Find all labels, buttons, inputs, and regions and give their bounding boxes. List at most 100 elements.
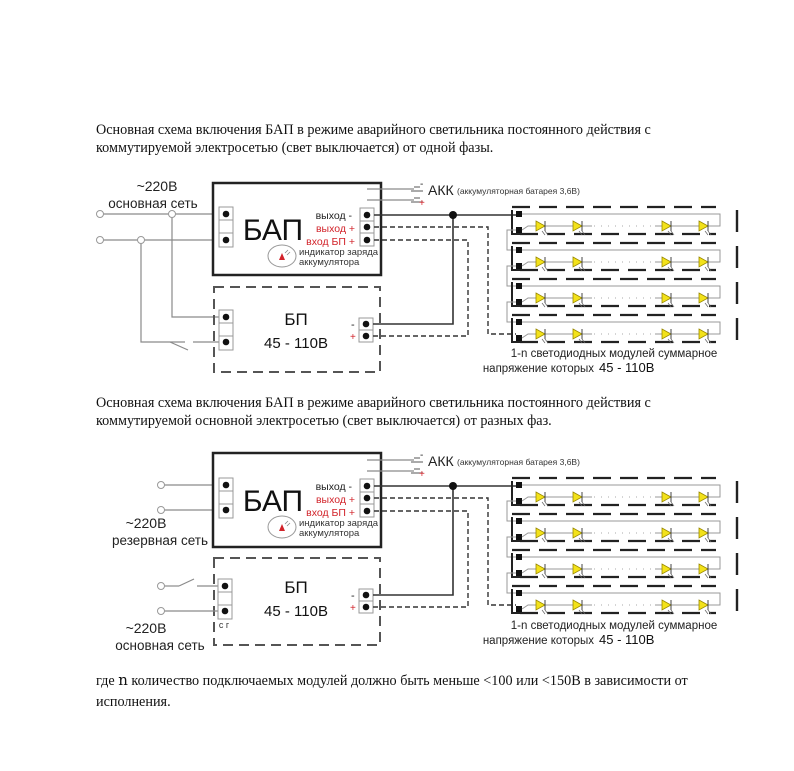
led-icon — [661, 220, 675, 236]
module-terminal — [516, 482, 522, 488]
bap-input-terminal-block — [218, 477, 234, 519]
led-icon — [698, 256, 712, 272]
led-icon — [661, 256, 675, 272]
indicator-label-line2: аккумулятора — [299, 528, 360, 539]
mains-terminal-node — [96, 236, 104, 244]
led-icon — [661, 328, 675, 344]
module-terminal — [516, 227, 522, 233]
led-module-row — [511, 584, 739, 615]
battery-minus-mark: - — [420, 179, 423, 190]
module-terminal — [516, 247, 522, 253]
mains-terminal-node — [96, 210, 104, 218]
led-icon — [535, 292, 549, 308]
output-minus-label: выход - — [316, 210, 353, 222]
led-module-row — [506, 277, 739, 323]
junction-node — [168, 210, 176, 218]
modules-description-line2: напряжение которых — [483, 635, 594, 647]
led-icon — [698, 220, 712, 236]
led-icon — [535, 563, 549, 579]
led-icon — [661, 292, 675, 308]
bap-unit-box — [211, 451, 383, 549]
battery-connection — [367, 186, 423, 203]
output-plus-label: выход + — [316, 223, 355, 235]
bp-plus-mark: + — [350, 332, 356, 343]
bp-plus-mark: + — [350, 603, 356, 614]
junction-node — [137, 236, 145, 244]
led-icon — [572, 491, 586, 507]
mains-wiring — [96, 210, 226, 351]
bp-minus-mark: - — [351, 590, 355, 602]
indicator-label-line1: индикатор заряда — [299, 518, 379, 529]
output-minus-label: выход - — [316, 481, 353, 493]
led-icon — [698, 328, 712, 344]
bap-output-terminal-block — [359, 207, 375, 247]
modules-description-line1: 1-n светодиодных модулей суммарное — [511, 348, 718, 360]
reserve-voltage-label: ~220В — [126, 515, 167, 531]
module-terminal — [516, 590, 522, 596]
mains-network-label: основная сеть — [108, 196, 197, 211]
led-icon — [535, 328, 549, 344]
input-bp-plus-label: вход БП + — [306, 507, 355, 519]
battery-description: (аккумуляторная батарея 3,6В) — [457, 186, 580, 196]
output-plus-label: выход + — [316, 494, 355, 506]
led-module-row — [506, 512, 739, 558]
led-icon — [535, 256, 549, 272]
led-module-row — [506, 205, 739, 251]
module-terminal — [516, 283, 522, 289]
battery-plus-mark: + — [419, 198, 425, 209]
led-indicator-icon — [279, 524, 285, 531]
led-icon — [535, 220, 549, 236]
battery-label: АКК — [428, 182, 454, 198]
bp-output-terminal-block — [358, 588, 374, 614]
bp-terminal-marks: с г — [219, 620, 230, 630]
module-terminal — [516, 319, 522, 325]
led-icon — [698, 563, 712, 579]
reserve-network-label: резервная сеть — [112, 533, 208, 548]
bp-output-terminal-block — [358, 317, 374, 343]
led-icon — [661, 599, 675, 615]
module-terminal — [516, 211, 522, 217]
bp-minus-mark: - — [351, 319, 355, 331]
led-icon — [572, 599, 586, 615]
led-icon — [572, 328, 586, 344]
bap-unit-box — [211, 181, 383, 277]
bap-output-terminal-block — [359, 478, 375, 518]
paragraph-scheme-single-phase: Основная схема включения БАП в режиме ав… — [96, 122, 651, 156]
module-terminal — [516, 299, 522, 305]
modules-description-line2: напряжение которых — [483, 363, 594, 375]
bp-title: БП — [284, 578, 307, 597]
led-module-array — [506, 476, 739, 615]
led-module-array — [506, 205, 739, 344]
battery-label: АКК — [428, 453, 454, 469]
led-icon — [698, 491, 712, 507]
charge-indicator — [267, 515, 297, 539]
output-wiring — [373, 482, 516, 608]
main-mains-wiring — [157, 578, 220, 615]
bp-input-terminal-block — [218, 309, 234, 351]
bp-title: БП — [284, 310, 307, 329]
note-text: количество подключаемых модулей должно б… — [96, 673, 688, 710]
led-icon — [572, 527, 586, 543]
note-n-symbol: n — [118, 671, 128, 689]
led-icon — [698, 599, 712, 615]
modules-description-line1: 1-n светодиодных модулей суммарное — [511, 620, 718, 632]
wiring-diagram-different-phases: ~220В резервная сеть БАП выход - выход +… — [112, 450, 739, 653]
indicator-label-line1: индикатор заряда — [299, 247, 379, 258]
input-bp-plus-label: вход БП + — [306, 236, 355, 248]
mains-voltage-label: ~220В — [126, 620, 167, 636]
led-icon — [535, 599, 549, 615]
bp-input-terminal-block — [217, 578, 233, 620]
module-terminal — [516, 263, 522, 269]
bap-title: БАП — [243, 485, 303, 518]
paragraph-module-note: где n количество подключаемых модулей до… — [96, 670, 716, 713]
led-icon — [698, 527, 712, 543]
mains-network-label: основная сеть — [115, 638, 204, 653]
led-icon — [535, 491, 549, 507]
wiring-diagram-single-phase: ~220В основная сеть БАП выход - выход + … — [96, 178, 739, 375]
led-module-row — [506, 241, 739, 287]
module-terminal — [516, 335, 522, 341]
indicator-label-line2: аккумулятора — [299, 257, 360, 268]
modules-voltage: 45 - 110В — [599, 632, 654, 647]
led-icon — [698, 292, 712, 308]
led-icon — [572, 256, 586, 272]
